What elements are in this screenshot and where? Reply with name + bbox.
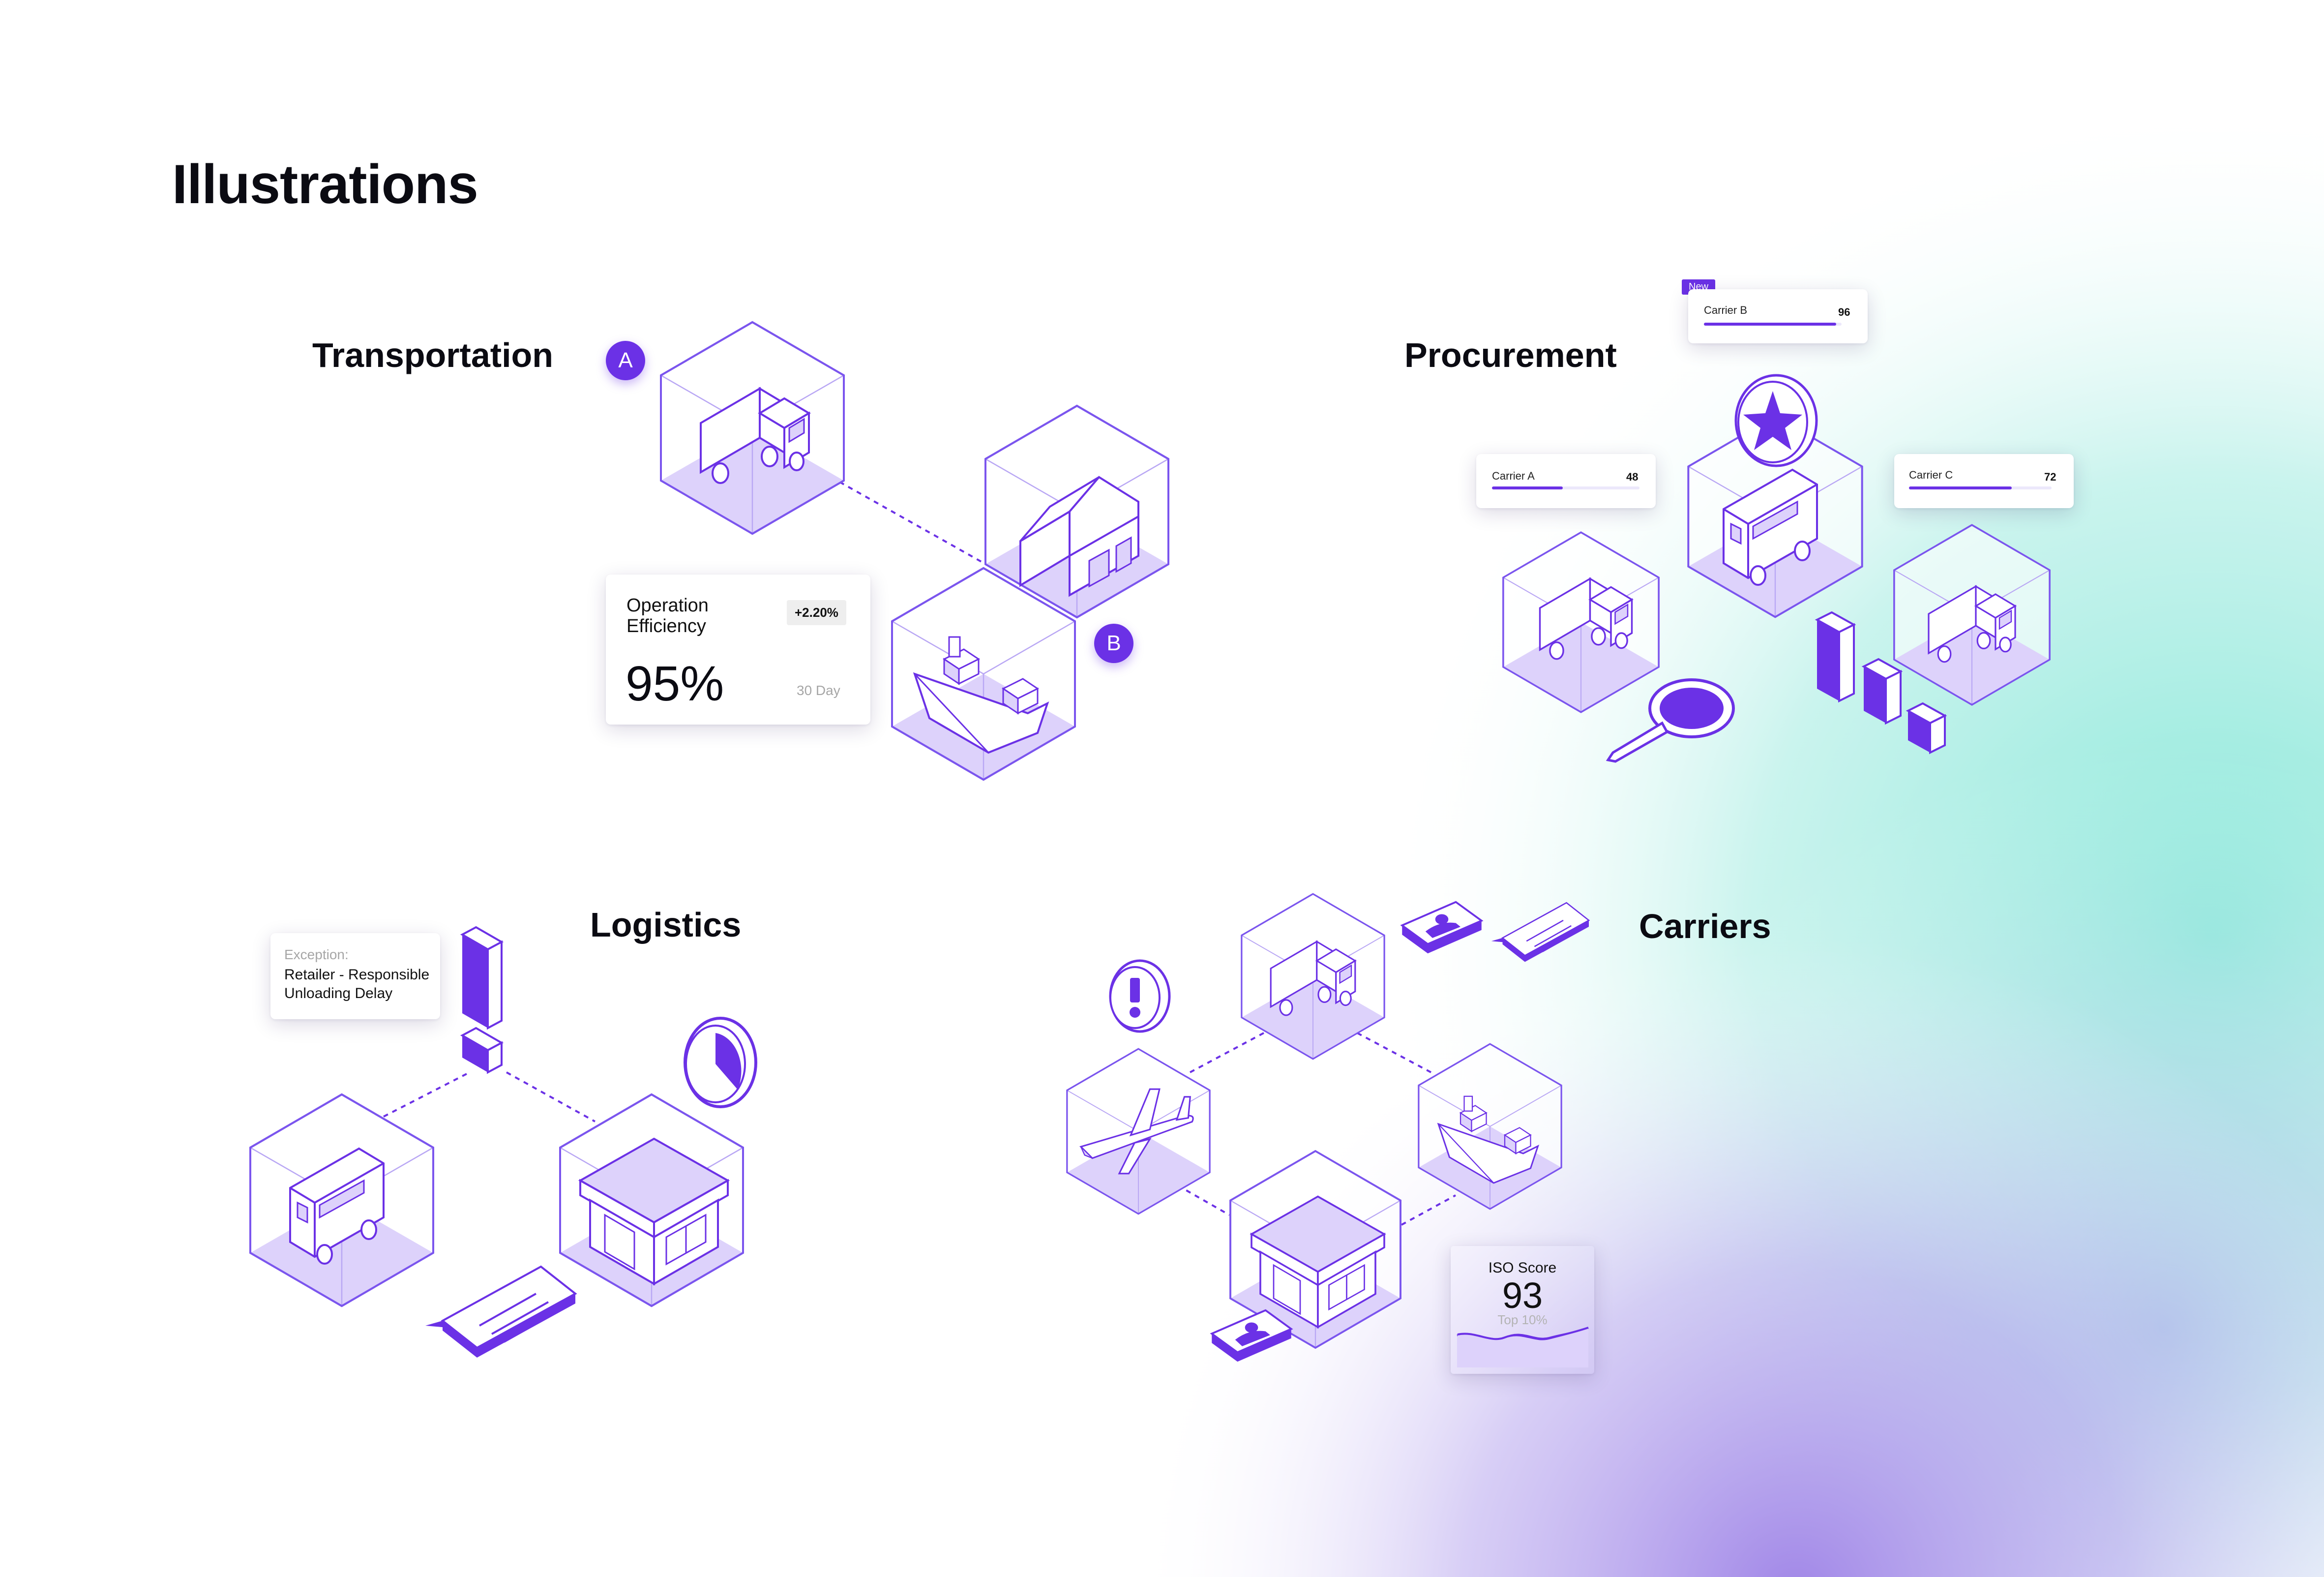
iso-score-label: ISO Score — [1488, 1260, 1557, 1276]
section-title-procurement: Procurement — [1404, 336, 1617, 374]
exception-card: Exception: Retailer - Responsible Unload… — [270, 933, 440, 1019]
logistics-illustration — [249, 926, 757, 1359]
carrier-score-fill — [1909, 486, 2012, 489]
carrier-score: 96 — [1838, 306, 1850, 318]
efficiency-label-line1: Operation — [626, 595, 709, 616]
efficiency-label-line2: Efficiency — [626, 616, 706, 637]
section-title-transportation: Transportation — [312, 336, 554, 374]
carrier-score: 72 — [2044, 471, 2056, 483]
section-title-logistics: Logistics — [590, 906, 742, 944]
marker-a-badge: A — [606, 341, 645, 380]
carrier-name: Carrier B — [1704, 304, 1748, 316]
iso-score-value: 93 — [1502, 1275, 1543, 1316]
carrier-score-card: Carrier B 96 — [1688, 289, 1868, 343]
exclamation-icon — [460, 926, 504, 1074]
carrier-name: Carrier C — [1909, 469, 1953, 481]
efficiency-value: 95% — [626, 656, 724, 711]
carrier-score-fill — [1492, 486, 1563, 489]
page-title: Illustrations — [172, 153, 478, 215]
carrier-score-bar — [1492, 486, 1639, 489]
profile-card-icon — [1401, 901, 1483, 955]
carrier-score-fill — [1704, 323, 1836, 326]
section-title-carriers: Carriers — [1639, 907, 1771, 945]
iso-wave-icon — [1457, 1327, 1589, 1367]
carrier-score-bar — [1704, 323, 1842, 326]
bar-chart-icon — [1815, 611, 1947, 755]
transportation-illustration — [660, 321, 1169, 781]
carrier-score: 48 — [1626, 471, 1639, 483]
efficiency-change-badge: +2.20% — [787, 600, 846, 625]
carrier-name: Carrier A — [1492, 470, 1535, 482]
clock-icon — [684, 1017, 757, 1108]
iso-score-rank: Top 10% — [1497, 1312, 1548, 1327]
procurement-illustration — [1502, 374, 2051, 763]
exclamation-icon — [1109, 959, 1171, 1033]
carrier-score-card: Carrier C 72 — [1894, 454, 2074, 508]
efficiency-period: 30 Day — [797, 683, 840, 698]
carriers-illustration — [1066, 893, 1590, 1363]
efficiency-label: Operation Efficiency — [626, 595, 709, 637]
carrier-score-card: Carrier A 48 — [1476, 454, 1656, 508]
exception-line1: Retailer - Responsible — [284, 967, 430, 983]
exception-label: Exception: — [284, 947, 349, 962]
exception-line2: Unloading Delay — [284, 985, 393, 1001]
carrier-score-bar — [1909, 486, 2052, 489]
magnifier-icon — [1606, 678, 1735, 763]
star-icon — [1734, 374, 1818, 467]
marker-b-badge: B — [1094, 624, 1133, 663]
chat-bubble-icon — [1490, 902, 1590, 963]
operation-efficiency-card: Operation Efficiency +2.20% 95% 30 Day — [606, 575, 870, 725]
